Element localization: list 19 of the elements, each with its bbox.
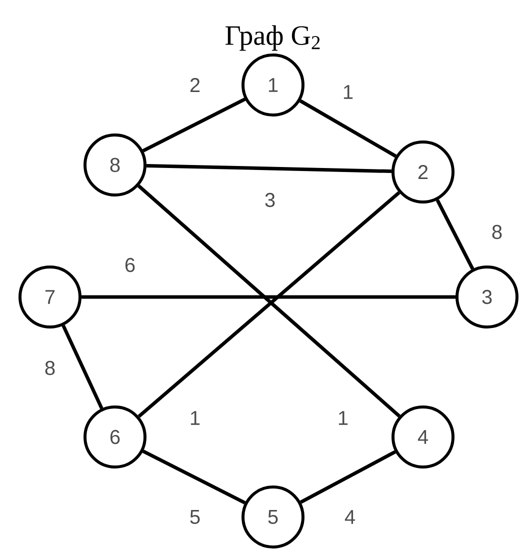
edge-line: [62, 324, 104, 410]
edge-line: [299, 99, 397, 158]
edge-line: [300, 450, 396, 504]
edge-label: 1: [341, 84, 355, 100]
edge-label: 1: [188, 410, 202, 426]
edge-label: 3: [263, 192, 277, 208]
edge-label: 5: [188, 509, 202, 525]
edge-label: 2: [188, 77, 202, 93]
edge-label: 4: [343, 509, 357, 525]
title: Граф G$_{2}$: [226, 25, 320, 51]
edge-line: [142, 98, 246, 152]
edge-line: [436, 199, 474, 270]
edge-label: 8: [490, 224, 504, 240]
edge-label: 1: [336, 410, 350, 426]
edge-label: 8: [43, 360, 57, 376]
edge-label: 6: [123, 256, 137, 274]
edge-line: [146, 164, 392, 174]
edge-line: [142, 450, 246, 504]
edge-line: [82, 295, 456, 299]
